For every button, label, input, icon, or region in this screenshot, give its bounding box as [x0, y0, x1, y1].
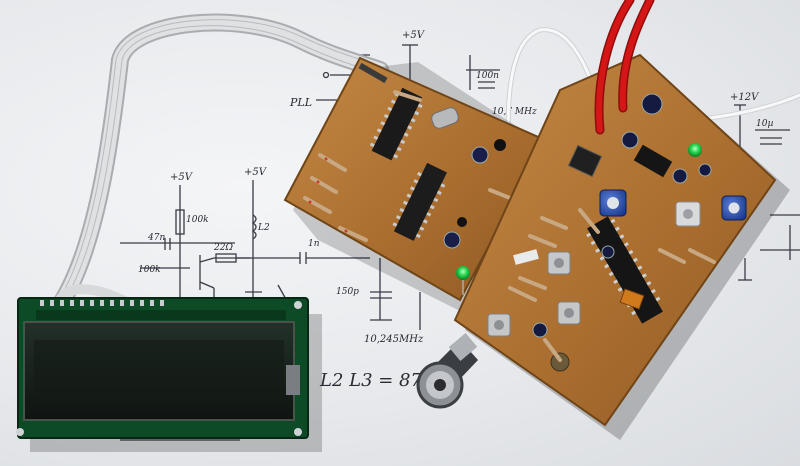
label-freq-10245: 10,245MHz: [364, 334, 424, 345]
label-c-10u: 10µ: [756, 119, 773, 129]
label-formula: L2 L3 = 87 -: [319, 370, 434, 391]
label-supply-5v-c: +5V: [402, 30, 426, 41]
schematic-drawing: [120, 44, 800, 441]
label-pll: PLL: [289, 96, 312, 109]
schematic-labels: +5V +5V +5V +12V PLL 100k 100k 47n 22Ω L…: [138, 30, 773, 391]
bnc-connector: [416, 333, 478, 409]
label-c-150p: 150p: [336, 287, 359, 297]
label-supply-5v-a: +5V: [170, 172, 194, 183]
green-led-left: [456, 266, 470, 280]
label-freq-107: 10,7 MHz: [492, 107, 537, 117]
label-r-22: 22Ω: [213, 243, 233, 253]
green-led-right: [688, 143, 702, 157]
label-inductor-l2: L2: [257, 223, 270, 233]
label-supply-12v: +12V: [730, 92, 760, 103]
ribbon-cable: [51, 13, 389, 315]
lcd-module: [16, 297, 322, 452]
label-r-100k-b: 100k: [138, 265, 161, 275]
red-wires: [594, 0, 655, 135]
label-r-100k-a: 100k: [186, 215, 209, 225]
label-c-100n: 100n: [476, 71, 499, 81]
label-c-47n: 47n: [147, 233, 165, 243]
main-board: [416, 53, 790, 440]
label-c-1n: 1n: [308, 239, 320, 249]
label-supply-5v-b: +5V: [244, 167, 268, 178]
